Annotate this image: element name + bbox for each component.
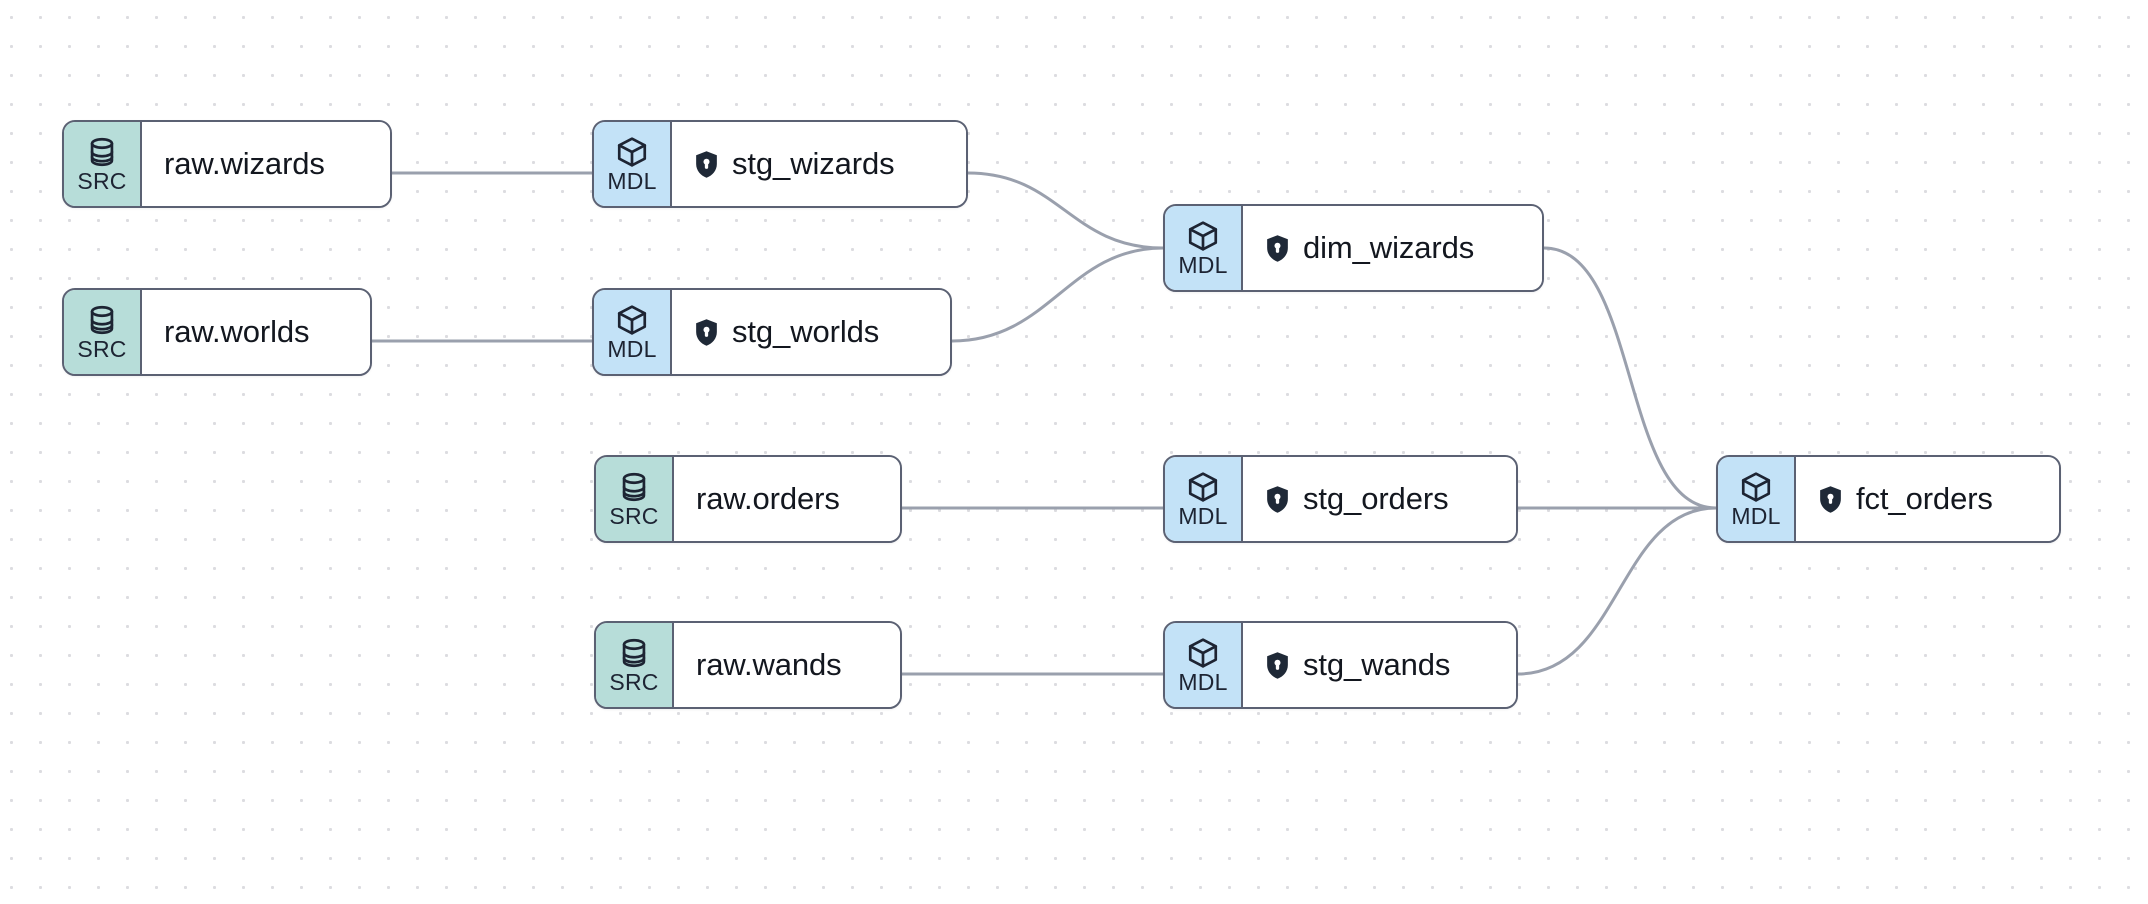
node-badge-label: SRC	[77, 336, 127, 362]
node-label: raw.orders	[696, 481, 840, 516]
node-badge-label: MDL	[1731, 503, 1781, 529]
node-stg_wands[interactable]: MDL stg_wands	[1163, 621, 1518, 709]
node-label: stg_worlds	[732, 314, 880, 349]
cube-icon	[615, 303, 649, 337]
database-icon	[85, 135, 119, 169]
node-stg_wizards[interactable]: MDL stg_wizards	[592, 120, 968, 208]
shield-lock-icon	[1818, 485, 1843, 514]
node-label: fct_orders	[1856, 481, 1993, 516]
node-raw_wands[interactable]: SRC raw.wands	[594, 621, 902, 709]
node-badge-mdl: MDL	[594, 290, 672, 374]
node-badge-src: SRC	[596, 457, 674, 541]
node-badge-label: MDL	[1178, 503, 1228, 529]
node-badge-label: SRC	[77, 168, 127, 194]
database-icon	[617, 470, 651, 504]
node-badge-mdl: MDL	[1165, 457, 1243, 541]
node-badge-label: MDL	[1178, 669, 1228, 695]
node-badge-mdl: MDL	[594, 122, 672, 206]
edge-stg_worlds-to-dim_wizards[interactable]	[950, 246, 1165, 343]
node-badge-label: MDL	[1178, 252, 1228, 278]
node-body: stg_wands	[1243, 623, 1516, 707]
shield-lock-icon	[1265, 485, 1290, 514]
node-badge-src: SRC	[596, 623, 674, 707]
shield-lock-icon	[1265, 234, 1290, 263]
node-body: fct_orders	[1796, 457, 2059, 541]
node-badge-src: SRC	[64, 290, 142, 374]
node-badge-label: SRC	[609, 503, 659, 529]
node-badge-label: SRC	[609, 669, 659, 695]
node-body: raw.wizards	[142, 122, 390, 206]
node-stg_orders[interactable]: MDL stg_orders	[1163, 455, 1518, 543]
node-label: stg_wands	[1303, 647, 1451, 682]
node-label: stg_wizards	[732, 146, 895, 181]
node-body: stg_worlds	[672, 290, 950, 374]
node-raw_orders[interactable]: SRC raw.orders	[594, 455, 902, 543]
node-label: raw.wands	[696, 647, 842, 682]
node-badge-mdl: MDL	[1165, 206, 1243, 290]
database-icon	[85, 303, 119, 337]
node-label: raw.wizards	[164, 146, 325, 181]
database-icon	[617, 636, 651, 670]
edge-stg_wands-to-fct_orders[interactable]	[1516, 506, 1718, 676]
cube-icon	[1186, 636, 1220, 670]
node-body: raw.worlds	[142, 290, 370, 374]
node-label: stg_orders	[1303, 481, 1449, 516]
node-label: raw.worlds	[164, 314, 310, 349]
node-badge-src: SRC	[64, 122, 142, 206]
node-raw_worlds[interactable]: SRC raw.worlds	[62, 288, 372, 376]
node-label: dim_wizards	[1303, 230, 1475, 265]
edge-stg_wizards-to-dim_wizards[interactable]	[966, 171, 1165, 250]
node-raw_wizards[interactable]: SRC raw.wizards	[62, 120, 392, 208]
cube-icon	[615, 135, 649, 169]
node-badge-label: MDL	[607, 168, 657, 194]
cube-icon	[1186, 219, 1220, 253]
node-badge-mdl: MDL	[1718, 457, 1796, 541]
node-body: dim_wizards	[1243, 206, 1542, 290]
node-body: stg_wizards	[672, 122, 966, 206]
shield-lock-icon	[694, 150, 719, 179]
node-stg_worlds[interactable]: MDL stg_worlds	[592, 288, 952, 376]
cube-icon	[1186, 470, 1220, 504]
node-badge-mdl: MDL	[1165, 623, 1243, 707]
node-fct_orders[interactable]: MDL fct_orders	[1716, 455, 2061, 543]
node-body: raw.wands	[674, 623, 900, 707]
node-body: stg_orders	[1243, 457, 1516, 541]
cube-icon	[1739, 470, 1773, 504]
shield-lock-icon	[1265, 651, 1290, 680]
edge-dim_wizards-to-fct_orders[interactable]	[1542, 246, 1718, 510]
shield-lock-icon	[694, 318, 719, 347]
node-body: raw.orders	[674, 457, 900, 541]
node-dim_wizards[interactable]: MDL dim_wizards	[1163, 204, 1544, 292]
node-badge-label: MDL	[607, 336, 657, 362]
